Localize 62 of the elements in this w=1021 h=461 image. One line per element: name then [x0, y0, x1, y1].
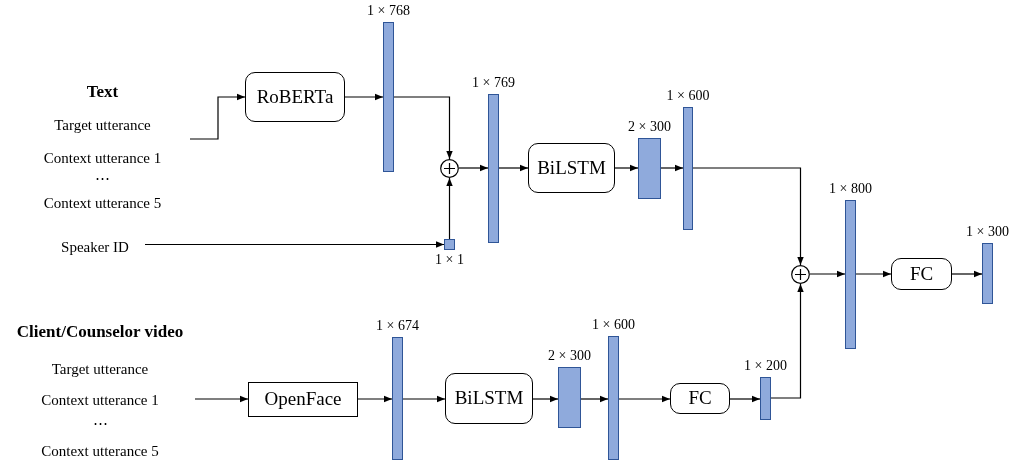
- dimension-label: 2 × 300: [548, 348, 591, 364]
- feature-vector-bar: [444, 239, 455, 250]
- input-heading: Client/Counselor video: [16, 322, 184, 342]
- dimension-label: 1 × 674: [376, 318, 419, 334]
- dimension-label: 1 × 600: [592, 317, 635, 333]
- feature-vector-bar: [392, 337, 403, 460]
- feature-vector-bar: [760, 377, 771, 420]
- dimension-label: 2 × 300: [628, 119, 671, 135]
- arrow: [729, 395, 761, 403]
- input-label: Speaker ID: [61, 237, 129, 257]
- module-box: OpenFace: [248, 382, 358, 417]
- feature-vector-bar: [558, 367, 581, 428]
- dimension-label: 1 × 200: [744, 358, 787, 374]
- feature-vector-bar: [638, 138, 661, 199]
- arrow: [194, 395, 249, 403]
- input-item: ⋯: [92, 414, 108, 433]
- arrow: [618, 395, 671, 403]
- arrow: [458, 164, 489, 172]
- module-box: FC: [891, 258, 952, 290]
- arrow: [580, 395, 609, 403]
- arrow: [809, 270, 846, 278]
- arrow: [614, 164, 639, 172]
- input-heading: Text: [86, 82, 119, 102]
- dimension-label: 1 × 768: [367, 3, 410, 19]
- sum-circle: [791, 265, 810, 284]
- input-item: Context utterance 5: [43, 194, 162, 213]
- arrow: [692, 167, 804, 266]
- arrow: [357, 395, 393, 403]
- input-item: Target utterance: [54, 116, 151, 135]
- arrow: [189, 93, 246, 140]
- arrow: [951, 270, 983, 278]
- input-item: Context utterance 1: [41, 391, 159, 410]
- module-box: RoBERTa: [245, 72, 345, 122]
- feature-vector-bar: [982, 243, 993, 304]
- dimension-label: 1 × 800: [829, 181, 872, 197]
- arrow: [144, 241, 445, 248]
- arrow: [393, 96, 453, 160]
- feature-vector-bar: [683, 107, 693, 230]
- input-item: Target utterance: [51, 360, 149, 379]
- module-box: BiLSTM: [528, 143, 615, 193]
- arrow: [498, 164, 529, 172]
- arrow: [532, 395, 559, 403]
- input-item: ⋯: [95, 169, 110, 188]
- input-item: Context utterance 1: [43, 149, 162, 168]
- arrow: [855, 270, 892, 278]
- dimension-label: 1 × 600: [666, 88, 710, 104]
- input-item: Context utterance 5: [41, 442, 159, 461]
- feature-vector-bar: [608, 336, 619, 460]
- feature-vector-bar: [845, 200, 856, 349]
- arrow: [402, 395, 446, 403]
- dimension-label: 1 × 1: [435, 252, 464, 268]
- feature-vector-bar: [383, 22, 394, 172]
- arrow: [344, 93, 384, 101]
- arrow: [446, 177, 453, 240]
- arrow: [660, 164, 684, 172]
- module-box: FC: [670, 383, 730, 414]
- dimension-label: 1 × 300: [966, 224, 1009, 240]
- sum-circle: [440, 159, 459, 178]
- arrow: [770, 283, 804, 399]
- feature-vector-bar: [488, 94, 499, 243]
- module-box: BiLSTM: [445, 373, 533, 424]
- dimension-label: 1 × 769: [472, 75, 515, 91]
